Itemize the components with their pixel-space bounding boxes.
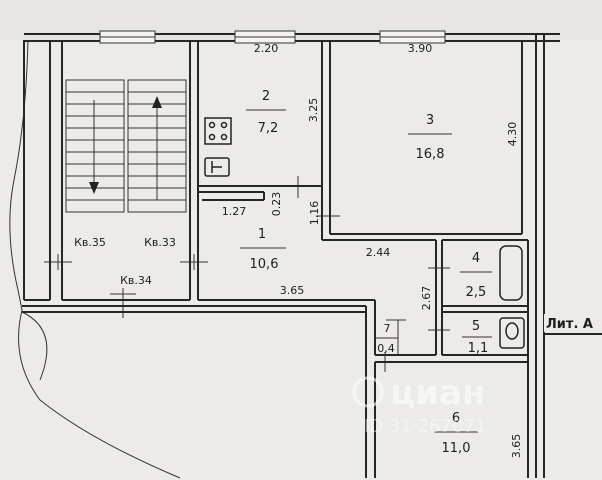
- room-6-number: 6: [452, 411, 460, 426]
- dimension-label: 3.90: [408, 42, 433, 55]
- room-2-area: 7,2: [258, 121, 279, 136]
- dimension-label: 2.67: [420, 286, 433, 311]
- dimension-label: 3.65: [280, 284, 305, 297]
- stove-icon: [204, 117, 232, 145]
- window-kitchen: [234, 30, 296, 44]
- apartment-walls: [197, 40, 529, 478]
- cian-watermark: циан ID 31 267071: [352, 373, 486, 437]
- room-3-area: 16,8: [416, 147, 445, 162]
- dimension-label: 2.44: [366, 246, 391, 259]
- building-label-background: [544, 314, 602, 332]
- apartment-label-kv34: Кв.34: [120, 274, 152, 287]
- dimension-label: 3.25: [307, 98, 320, 123]
- kitchen-sink-icon: [204, 157, 230, 177]
- dimension-label: 2.20: [254, 42, 279, 55]
- staircase-walls: [61, 40, 191, 301]
- stair-arrow-up-icon: [152, 96, 162, 108]
- room-3-number: 3: [426, 113, 434, 128]
- window-room-3: [379, 30, 446, 44]
- window-stair: [99, 30, 156, 44]
- stair-arrow-down-icon: [89, 182, 99, 194]
- room-5-area: 1,1: [468, 341, 489, 356]
- room-6-area: 11,0: [442, 441, 471, 456]
- apartment-label-kv33: Кв.33: [144, 236, 176, 249]
- dimension-label: 3.65: [510, 434, 523, 459]
- room-5-number: 5: [472, 319, 480, 334]
- dimension-label: 4.30: [506, 122, 519, 147]
- dimension-label: 1.27: [222, 205, 247, 218]
- cian-logo-icon: [352, 376, 384, 408]
- watermark-brand: циан: [390, 373, 485, 413]
- door-kv35: [44, 254, 72, 270]
- bathtub-icon: [499, 245, 523, 301]
- room-4-area: 2,5: [466, 285, 487, 300]
- room-1-area: 10,6: [250, 257, 279, 272]
- dimension-label: 1.16: [308, 201, 321, 226]
- room-7-area: 0,4: [377, 342, 395, 355]
- corridor-bottom-wall: [22, 305, 367, 478]
- door-kv33: [180, 254, 208, 270]
- room-1-number: 1: [258, 227, 266, 242]
- room-2-number: 2: [262, 89, 270, 104]
- staircase-right-flight: [127, 79, 187, 213]
- dimension-label: 0.23: [270, 192, 283, 217]
- left-boundary-curve: [9, 39, 181, 479]
- apartment-label-kv35: Кв.35: [74, 236, 106, 249]
- room-4-number: 4: [472, 251, 480, 266]
- watermark-id: ID 31 267071: [364, 416, 486, 437]
- building-label: Лит. А: [546, 317, 593, 332]
- left-boundary-inner: [21, 311, 48, 381]
- toilet-icon: [499, 317, 525, 349]
- right-outer-walls: [535, 34, 602, 478]
- room-7-number: 7: [384, 322, 391, 335]
- left-wing-walls: [23, 40, 51, 301]
